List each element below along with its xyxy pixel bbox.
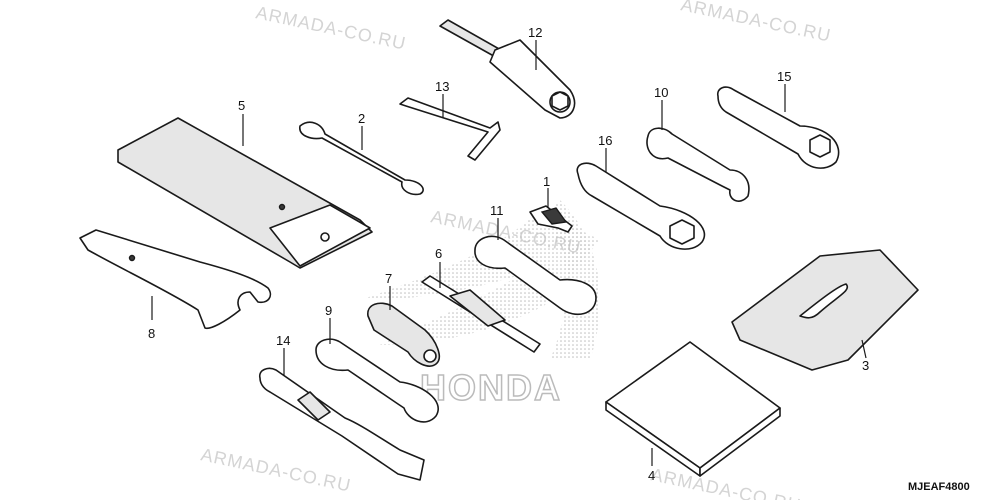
callout-1: 1 bbox=[543, 174, 550, 189]
part-10-open-wrench-small bbox=[646, 127, 750, 202]
callout-16: 16 bbox=[598, 133, 612, 148]
part-7-screwdriver-handle bbox=[367, 302, 441, 367]
callout-11: 11 bbox=[490, 203, 504, 218]
part-3-document-pouch bbox=[731, 249, 919, 371]
part-9-combination-wrench bbox=[315, 338, 439, 423]
watermark-bottom-right: ARMADA-CO.RU bbox=[649, 464, 803, 500]
part-1-fuse-puller bbox=[529, 205, 573, 233]
diagram-code: MJEAF4800 bbox=[908, 481, 970, 493]
honda-logo-text: HONDA bbox=[420, 367, 562, 408]
callout-14: 14 bbox=[276, 333, 290, 348]
callouts: 1 2 3 4 5 6 7 8 9 10 11 12 13 14 15 16 bbox=[148, 25, 869, 483]
callout-5: 5 bbox=[238, 98, 245, 113]
watermark-bottom-left: ARMADA-CO.RU bbox=[199, 444, 353, 495]
part-16-ring-spanner bbox=[576, 162, 705, 250]
callout-10: 10 bbox=[654, 85, 668, 100]
callout-2: 2 bbox=[358, 111, 365, 126]
callout-6: 6 bbox=[435, 246, 442, 261]
watermark-top-right: ARMADA-CO.RU bbox=[679, 0, 833, 46]
part-5-tool-bag bbox=[117, 117, 373, 269]
callout-7: 7 bbox=[385, 271, 392, 286]
part-12-spark-plug-wrench bbox=[439, 19, 576, 119]
callout-4: 4 bbox=[648, 468, 655, 483]
callout-13: 13 bbox=[435, 79, 449, 94]
callout-8: 8 bbox=[148, 326, 155, 341]
part-6-screwdriver-bit bbox=[421, 275, 541, 353]
part-15-ring-spanner bbox=[716, 86, 840, 169]
part-8-pin-spanner bbox=[79, 229, 272, 330]
callout-15: 15 bbox=[777, 69, 791, 84]
part-11-double-open-wrench bbox=[474, 235, 597, 316]
callout-9: 9 bbox=[325, 303, 332, 318]
part-2-helmet-cable bbox=[299, 121, 424, 196]
leader-lines bbox=[151, 40, 867, 466]
part-14-screwdriver-case bbox=[258, 367, 425, 481]
watermark-top-left: ARMADA-CO.RU bbox=[254, 2, 408, 53]
callout-3: 3 bbox=[862, 358, 869, 373]
callout-12: 12 bbox=[528, 25, 542, 40]
part-4-owners-manual bbox=[605, 341, 781, 477]
part-13-hex-key bbox=[399, 97, 501, 161]
